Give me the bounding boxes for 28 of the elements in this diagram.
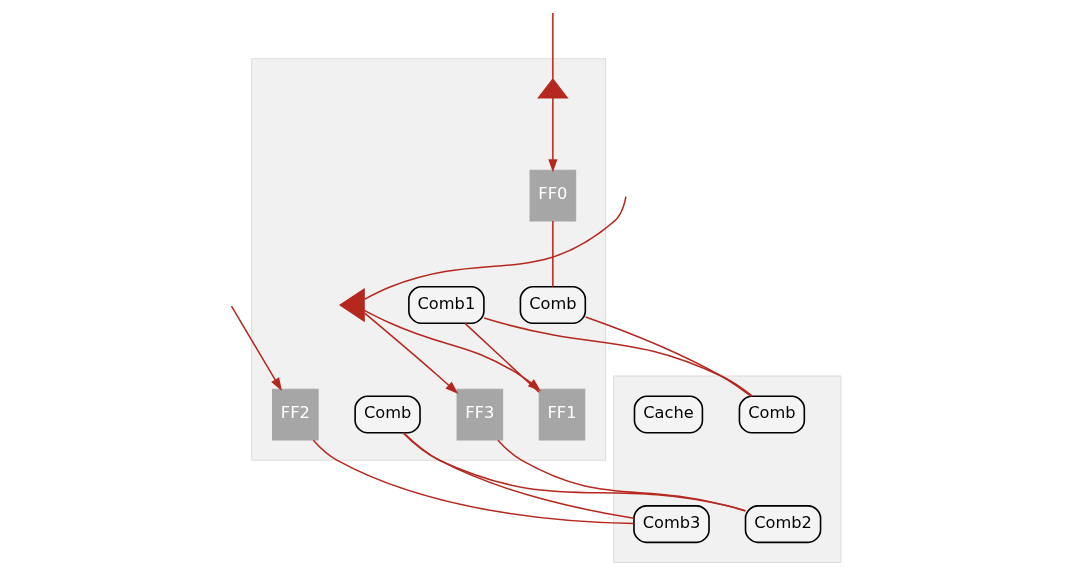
node-box: Comb (354, 395, 421, 434)
node-box: Comb (738, 395, 806, 434)
connector (363, 195, 627, 301)
node-box: Comb3 (633, 505, 710, 544)
node-box: FF3 (456, 388, 504, 441)
node-box: Comb (519, 286, 587, 325)
connector (552, 220, 554, 288)
connector (584, 316, 752, 398)
arrow (548, 97, 558, 173)
connector (403, 432, 635, 519)
arrow (363, 312, 459, 394)
node-box: Comb2 (744, 505, 822, 544)
node-box: FF2 (272, 388, 319, 441)
node-box: Comb1 (408, 286, 485, 325)
connector (483, 317, 754, 397)
node-triangle (339, 287, 365, 323)
arrow (363, 309, 541, 392)
connector (464, 322, 540, 393)
cluster (251, 58, 607, 461)
node-triangle (537, 78, 569, 99)
connector (402, 432, 747, 512)
node-box: Cache (633, 395, 704, 434)
node-box: FF0 (529, 169, 577, 222)
connector (552, 12, 554, 80)
cluster (613, 375, 842, 564)
node-box: FF1 (538, 388, 586, 441)
arrow (230, 305, 282, 391)
connector (312, 439, 635, 525)
